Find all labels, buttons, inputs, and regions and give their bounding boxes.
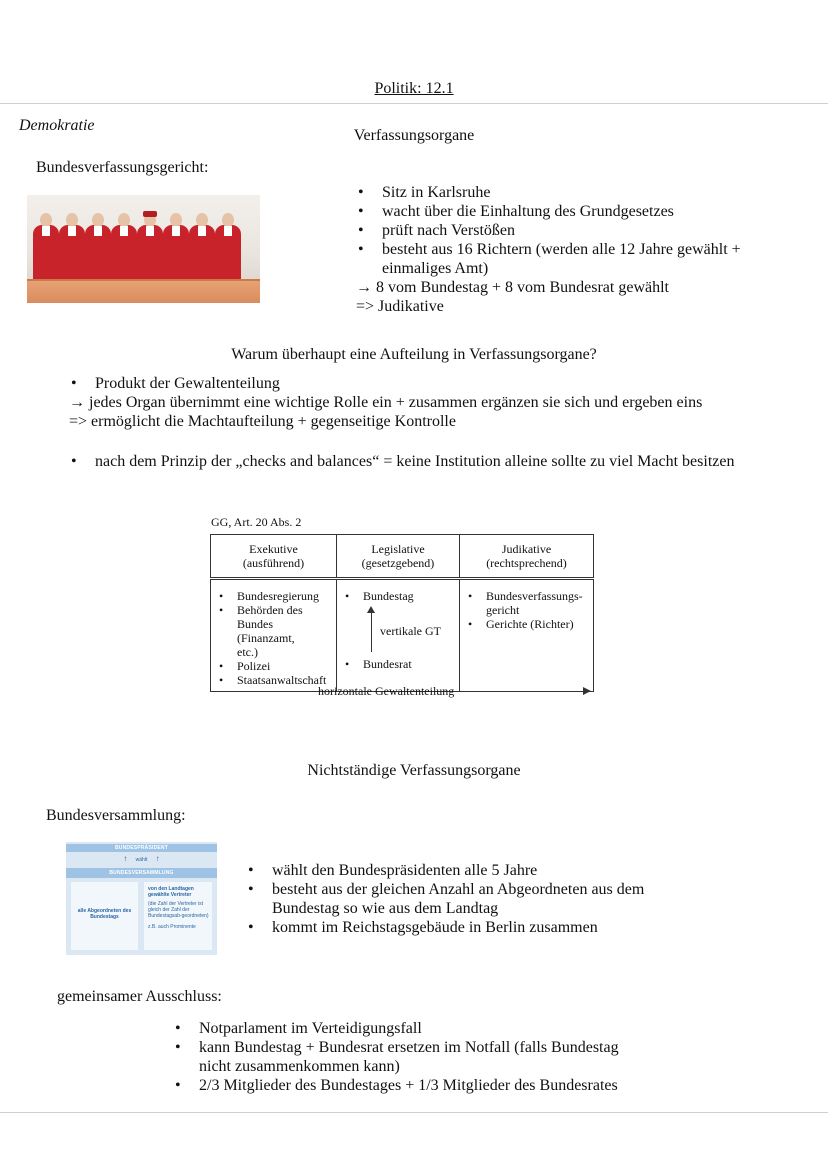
vertical-arrow: [371, 610, 372, 652]
diagram-header: BUNDESVERSAMMLUNG: [66, 868, 217, 878]
ausschuss-label: gemeinsamer Ausschluss:: [57, 988, 222, 1005]
ausschuss-bullets: Notparlament im Verteidigungsfall kann B…: [173, 1019, 653, 1095]
col-legislative: Legislative(gesetzgebend): [336, 534, 460, 580]
list-item: Bundesverfassungs-gericht: [468, 589, 586, 617]
bverfg-bullets: Sitz in Karlsruhe wacht über die Einhalt…: [356, 183, 776, 316]
diagram-left-box: alle Abgeordneten des Bundestags: [71, 882, 138, 950]
cell-judikative: Bundesverfassungs-gericht Gerichte (Rich…: [459, 578, 594, 692]
arrow-up-icon: [367, 606, 375, 613]
arrow-up-icon: ↑: [123, 854, 128, 863]
list-item: Behörden des Bundes (Finanzamt, etc.): [219, 603, 317, 659]
col-judikative: Judikative(rechtsprechend): [459, 534, 594, 580]
page-title: Politik: 12.1: [374, 80, 454, 97]
bverfg-line-1: → 8 vom Bundestag + 8 vom Bundesrat gewä…: [356, 279, 669, 296]
list-item: wählt den Bundespräsidenten alle 5 Jahre: [246, 861, 686, 880]
header-divider: [0, 103, 828, 104]
diagram-right-box: von den Landtagen gewählte Vertreter (di…: [144, 882, 212, 950]
list-item: Bundestag: [345, 589, 414, 603]
list-item: wacht über die Einhaltung des Grundgeset…: [356, 202, 776, 221]
vertikale-gt-label: vertikale GT: [380, 624, 441, 638]
bverfg-label: Bundesverfassungsgericht:: [36, 159, 209, 176]
nichtstaendig-heading: Nichtständige Verfassungsorgane: [307, 762, 521, 779]
list-item: kann Bundestag + Bundesrat ersetzen im N…: [173, 1038, 653, 1076]
diagram-arrow-row: ↑ wählt ↑: [123, 854, 160, 863]
list-item: besteht aus 16 Richtern (werden alle 12 …: [356, 240, 776, 278]
section-heading: Verfassungsorgane: [353, 127, 475, 144]
list-item: Bundesregierung: [219, 589, 332, 603]
horizontal-line-left: [213, 691, 313, 692]
aufteilung-line-2: => ermöglicht die Machtaufteilung + gege…: [69, 413, 456, 430]
bundesversammlung-bullets: wählt den Bundespräsidenten alle 5 Jahre…: [246, 861, 686, 937]
bundesversammlung-diagram: BUNDESPRÄSIDENT ↑ wählt ↑ BUNDESVERSAMML…: [66, 842, 217, 955]
diagram-top: BUNDESPRÄSIDENT: [66, 844, 217, 852]
aufteilung-question: Warum überhaupt eine Aufteilung in Verfa…: [231, 346, 597, 363]
list-item: 2/3 Mitglieder des Bundestages + 1/3 Mit…: [173, 1076, 653, 1095]
aufteilung-line-1: → jedes Organ übernimmt eine wichtige Ro…: [69, 394, 703, 411]
horizontal-gt-label: horizontale Gewaltenteilung: [318, 684, 455, 698]
list-item: Bundesrat: [345, 657, 412, 671]
list-item: Polizei: [219, 659, 332, 673]
list-item: besteht aus der gleichen Anzahl an Abgeo…: [246, 880, 686, 918]
gewaltenteilung-table: Exekutive(ausführend) Legislative(gesetz…: [210, 534, 594, 692]
aufteilung-block: Produkt der Gewaltenteilung: [69, 374, 769, 393]
bverfg-line-2: => Judikative: [356, 298, 444, 315]
footer-divider: [0, 1112, 828, 1113]
gg-caption: GG, Art. 20 Abs. 2: [211, 515, 302, 529]
cell-legislative: Bundestag vertikale GT Bundesrat: [336, 578, 460, 692]
cell-exekutive: Bundesregierung Behörden des Bundes (Fin…: [210, 578, 337, 692]
arrow-up-icon: ↑: [155, 854, 160, 863]
list-item: Staatsanwaltschaft: [219, 673, 332, 687]
list-item: Produkt der Gewaltenteilung: [69, 374, 769, 393]
list-item: nach dem Prinzip der „checks and balance…: [69, 452, 809, 471]
checks-balances: nach dem Prinzip der „checks and balance…: [69, 452, 809, 471]
list-item: kommt im Reichstagsgebäude in Berlin zus…: [246, 918, 686, 937]
list-item: prüft nach Verstößen: [356, 221, 776, 240]
topic-label: Demokratie: [19, 117, 95, 134]
list-item: Gerichte (Richter): [468, 617, 589, 631]
list-item: Notparlament im Verteidigungsfall: [173, 1019, 653, 1038]
list-item: Sitz in Karlsruhe: [356, 183, 776, 202]
arrow-right-icon: [583, 687, 591, 695]
judges-photo: [27, 195, 260, 303]
bundesversammlung-label: Bundesversammlung:: [46, 807, 186, 824]
horizontal-line-right: [478, 691, 584, 692]
col-exekutive: Exekutive(ausführend): [210, 534, 337, 580]
